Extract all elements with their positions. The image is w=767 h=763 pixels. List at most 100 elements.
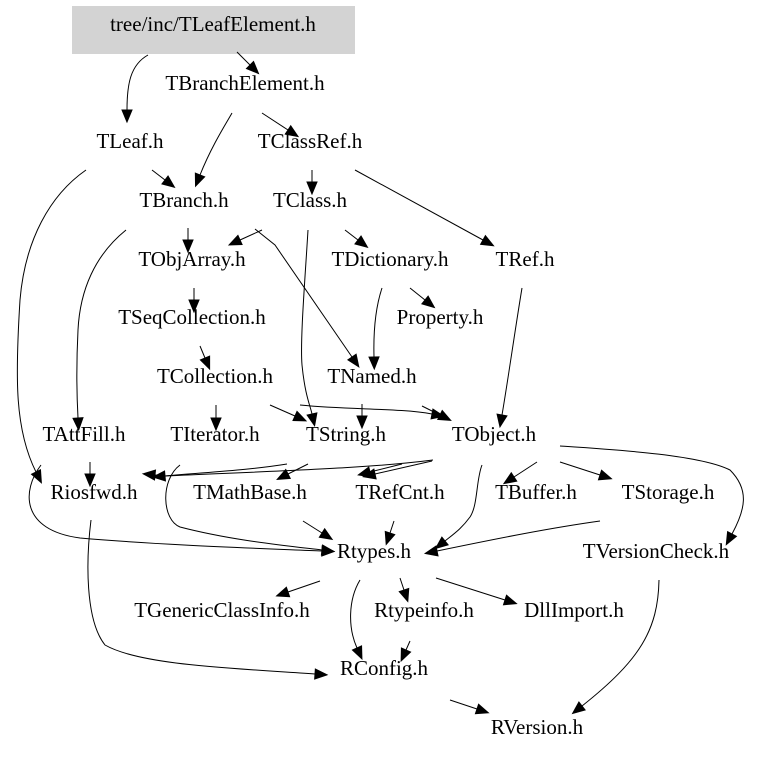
node-Rtypeinfo[interactable]: Rtypeinfo.h xyxy=(374,598,474,622)
edge-TBranchElement-to-TBranch xyxy=(199,112,233,176)
edge-RConfig-to-RVersion xyxy=(449,699,478,710)
edge-TBranchElement-to-TClassRef xyxy=(261,112,289,131)
node-TObjArray[interactable]: TObjArray.h xyxy=(138,247,246,271)
arrowhead-TCollection-to-TString xyxy=(292,410,308,422)
node-Property[interactable]: Property.h xyxy=(397,305,484,329)
arrowhead-TDictionary-to-TNamed xyxy=(368,356,380,371)
arrowhead-TString-to-TMathBase xyxy=(276,468,292,480)
arrowhead-TBranchElement-to-TBranch xyxy=(194,172,206,188)
arrowhead-TClassRef-to-TClass xyxy=(306,181,318,196)
arrowhead-TClass-to-TObjArray xyxy=(227,234,243,246)
arrowhead-TMathBase-to-Rtypes xyxy=(318,527,334,541)
node-Rtypes[interactable]: Rtypes.h xyxy=(337,539,412,563)
arrowhead-TObject-to-TVersionCheck xyxy=(725,530,738,546)
arrowhead-TObject-to-TRefCnt xyxy=(362,468,377,480)
arrowhead-Rtypes-to-Rtypeinfo xyxy=(398,587,410,603)
arrowhead-TStorage-to-Rtypes xyxy=(423,545,439,557)
arrowhead-TIterator-to-Rtypes xyxy=(320,544,336,556)
edge-TNamed-to-TObject xyxy=(421,405,441,416)
node-TVersionCheck[interactable]: TVersionCheck.h xyxy=(583,539,730,563)
edge-TClass-to-TDictionary xyxy=(344,229,359,241)
arrowhead-TRef-to-TObject xyxy=(496,413,508,429)
node-TAttFill[interactable]: TAttFill.h xyxy=(43,422,126,446)
edge-Rtypeinfo-to-RConfig xyxy=(405,640,411,651)
arrowhead-TVersionCheck-to-RVersion xyxy=(571,701,586,715)
edge-root-to-TBranchElement xyxy=(236,51,251,66)
edge-TString-to-TMathBase xyxy=(287,463,309,475)
arrowhead-TObject-to-Riosfwd xyxy=(141,469,157,481)
node-TDictionary[interactable]: TDictionary.h xyxy=(331,247,449,271)
arrowhead-TClassRef-to-TRef xyxy=(479,234,495,247)
edge-TStorage-to-Rtypes xyxy=(436,520,601,552)
node-TStorage[interactable]: TStorage.h xyxy=(622,480,715,504)
edge-Rtypes-to-Rtypeinfo xyxy=(399,577,405,591)
arrowhead-TRefCnt-to-Rtypes xyxy=(384,530,396,546)
edge-TClassRef-to-TRef xyxy=(354,169,484,241)
node-DllImport[interactable]: DllImport.h xyxy=(524,598,624,622)
arrowhead-TNamed-to-TString xyxy=(356,415,368,430)
node-TClassRef[interactable]: TClassRef.h xyxy=(258,129,363,153)
edge-TBranch-to-TAttFill xyxy=(76,229,127,419)
edge-TObject-to-Rtypes xyxy=(444,464,483,542)
edge-TDictionary-to-Property xyxy=(409,287,426,301)
arrowhead-TClass-to-TNamed xyxy=(346,353,360,368)
node-TRef[interactable]: TRef.h xyxy=(496,247,555,271)
edge-TLeaf-to-Riosfwd xyxy=(16,169,87,473)
node-RVersion[interactable]: RVersion.h xyxy=(491,715,584,739)
arrowhead-TClass-to-TString xyxy=(306,412,318,427)
edge-TObject-to-TStorage xyxy=(559,461,601,476)
edge-TObject-to-TVersionCheck xyxy=(559,445,744,535)
node-TMathBase[interactable]: TMathBase.h xyxy=(193,480,307,504)
arrowhead-TObjArray-to-TSeqCollection xyxy=(188,299,200,314)
node-TGenericClassInfo[interactable]: TGenericClassInfo.h xyxy=(134,598,310,622)
node-RConfig[interactable]: RConfig.h xyxy=(340,656,429,680)
node-TLeaf[interactable]: TLeaf.h xyxy=(96,129,164,153)
arrowhead-Rtypeinfo-to-RConfig xyxy=(400,647,412,663)
edge-Rtypes-to-TGenericClassInfo xyxy=(287,580,321,593)
edge-Riosfwd-to-RConfig xyxy=(87,519,316,675)
arrowhead-TCollection-to-TIterator xyxy=(210,417,222,432)
node-TCollection[interactable]: TCollection.h xyxy=(157,364,274,388)
edge-TCollection-to-TString xyxy=(269,404,296,417)
node-TObject[interactable]: TObject.h xyxy=(452,422,537,446)
arrowhead-TObject-to-Rtypes xyxy=(434,536,449,550)
edge-TCollection-to-TObject xyxy=(299,404,433,415)
arrowhead-RConfig-to-RVersion xyxy=(474,703,490,715)
arrowhead-TSeqCollection-to-TCollection xyxy=(199,355,211,371)
node-TClass[interactable]: TClass.h xyxy=(273,188,348,212)
edge-Rtypes-to-DllImport xyxy=(435,577,506,601)
edge-TClass-to-TString xyxy=(301,229,313,415)
edge-TRefCnt-to-Rtypes xyxy=(389,520,395,534)
node-TBranchElement[interactable]: TBranchElement.h xyxy=(165,71,325,95)
arrowhead-TObject-to-TBuffer xyxy=(502,471,518,485)
node-TRefCnt[interactable]: TRefCnt.h xyxy=(355,480,445,504)
arrowhead-root-to-TLeaf xyxy=(121,109,133,124)
edge-TClass-to-TNamed xyxy=(254,228,353,358)
arrowhead-TObject-to-TStorage xyxy=(597,469,613,481)
arrowhead-TAttFill-to-Riosfwd xyxy=(84,473,96,488)
node-TString[interactable]: TString.h xyxy=(306,422,386,446)
edge-TString-to-TRefCnt xyxy=(369,463,403,473)
edge-TString-to-Riosfwd xyxy=(164,463,288,477)
node-root[interactable]: tree/inc/TLeafElement.h xyxy=(110,12,316,36)
node-TBranch[interactable]: TBranch.h xyxy=(139,188,229,212)
node-Riosfwd[interactable]: Riosfwd.h xyxy=(51,480,138,504)
arrowhead-Riosfwd-to-RConfig xyxy=(314,668,329,680)
edge-TMathBase-to-Rtypes xyxy=(302,520,323,534)
arrowhead-TDictionary-to-Property xyxy=(421,295,436,309)
node-TBuffer[interactable]: TBuffer.h xyxy=(495,480,577,504)
edge-Rtypes-to-RConfig xyxy=(350,579,361,649)
root-node-box xyxy=(72,6,355,54)
edge-TSeqCollection-to-TCollection xyxy=(199,345,206,359)
node-TSeqCollection[interactable]: TSeqCollection.h xyxy=(118,305,266,329)
arrowhead-TBranch-to-TAttFill xyxy=(72,417,84,432)
arrowhead-root-to-TBranchElement xyxy=(245,60,260,75)
node-TNamed[interactable]: TNamed.h xyxy=(327,364,417,388)
arrowhead-Rtypes-to-DllImport xyxy=(502,594,518,606)
edge-TDictionary-to-TNamed xyxy=(373,287,383,358)
node-TIterator[interactable]: TIterator.h xyxy=(170,422,260,446)
arrowhead-TLeaf-to-TBranch xyxy=(161,175,176,189)
edge-root-to-TLeaf xyxy=(126,54,149,111)
edge-TVersionCheck-to-RVersion xyxy=(581,579,660,707)
